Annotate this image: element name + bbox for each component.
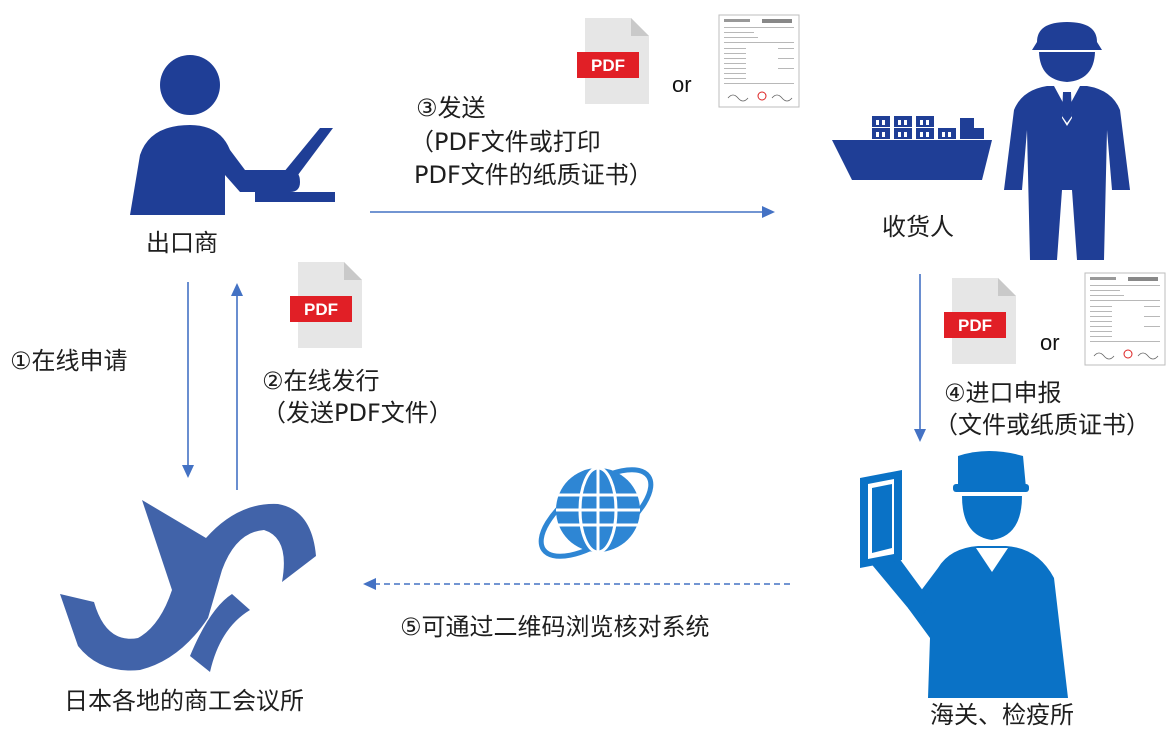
step3-arrow xyxy=(370,206,775,218)
consignee-label: 收货人 xyxy=(882,213,954,241)
chamber-logo-icon xyxy=(60,500,316,672)
step4-arrow xyxy=(914,274,926,442)
step5-arrow xyxy=(363,578,792,590)
exporter-label: 出口商 xyxy=(146,229,218,257)
chamber-label: 日本各地的商工会议所 xyxy=(64,687,304,715)
step2-line1: ②在线发行 xyxy=(262,367,380,395)
step5-label: ⑤可通过二维码浏览核对系统 xyxy=(400,613,710,641)
pdf-badge-text: PDF xyxy=(591,56,625,75)
globe-icon xyxy=(538,466,654,559)
pdf-file-icon: PDF xyxy=(577,18,649,104)
step4-line2: （文件或纸质证书） xyxy=(934,411,1150,439)
customs-label: 海关、检疫所 xyxy=(930,701,1074,729)
step1-arrow xyxy=(182,282,194,478)
step3-line2: （PDF文件或打印 xyxy=(410,128,601,156)
customs-officer-icon xyxy=(860,451,1068,698)
paper-certificate-icon xyxy=(718,14,800,108)
step4-line1: ④进口申报 xyxy=(944,379,1062,407)
step1-label: ①在线申请 xyxy=(10,347,128,375)
step3-line3: PDF文件的纸质证书） xyxy=(414,161,653,189)
pdf-file-icon: PDF xyxy=(290,262,362,348)
paper-certificate-icon xyxy=(1084,272,1166,366)
or-text: or xyxy=(1040,330,1060,355)
or-text: or xyxy=(672,72,692,97)
exporter-node xyxy=(115,50,375,240)
step3-line1: ③发送 xyxy=(416,94,486,122)
pdf-badge-text: PDF xyxy=(304,300,338,319)
person-laptop-icon xyxy=(130,55,335,215)
consignee-person-ship-icon xyxy=(832,22,1130,260)
step2-arrow xyxy=(231,283,243,490)
step2-line2: （发送PDF文件） xyxy=(262,399,453,427)
pdf-badge-text: PDF xyxy=(958,316,992,335)
pdf-file-icon: PDF xyxy=(944,278,1016,364)
